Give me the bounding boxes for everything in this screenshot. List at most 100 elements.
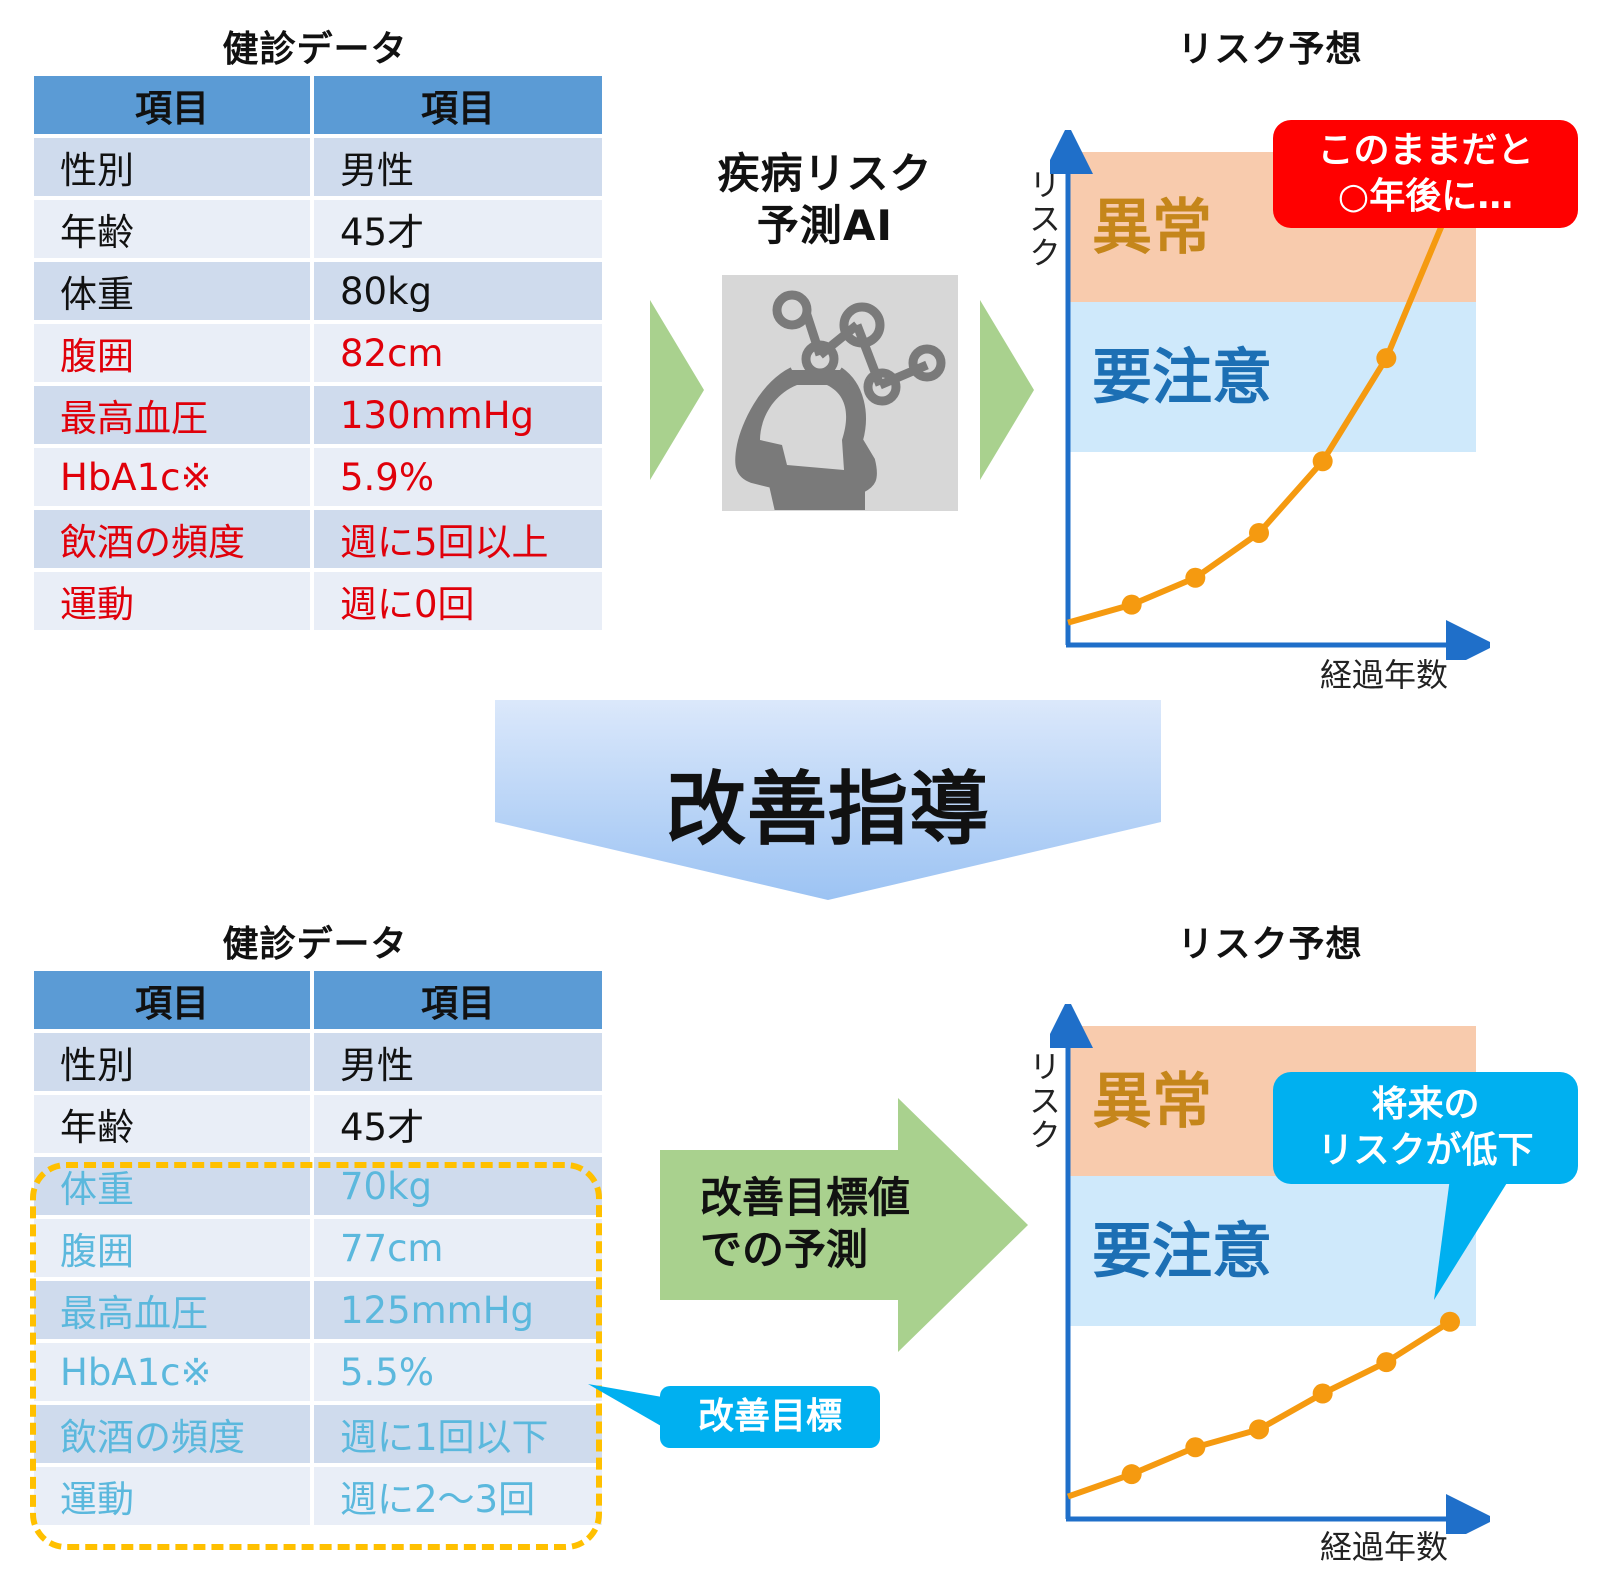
zone-caution-label: 要注意 [1092, 343, 1272, 413]
target-tag-pointer [588, 1384, 668, 1430]
item-cell: 体重 [34, 262, 310, 320]
risk-point [1312, 451, 1333, 472]
table-row: HbA1c※5.5% [34, 1343, 602, 1401]
value-cell: 45才 [314, 1095, 602, 1153]
ai-label: 疾病リスク 予測AI [705, 148, 945, 252]
prediction-label-line2: での予測 [700, 1225, 869, 1274]
top-x-axis-label: 経過年数 [1320, 656, 1449, 694]
table-row: HbA1c※5.9% [34, 448, 602, 506]
zone-caution-label: 要注意 [1092, 1217, 1272, 1287]
header-cell: 項目 [314, 76, 602, 134]
risk-point [1249, 522, 1269, 543]
value-cell: 130mmHg [314, 386, 602, 444]
improvement-arrow [495, 700, 1161, 900]
item-cell: 年齢 [34, 1095, 310, 1153]
chevron-right-icon [980, 300, 1034, 480]
item-cell: HbA1c※ [34, 448, 310, 506]
prediction-arrow [660, 1098, 1028, 1352]
value-cell: 男性 [314, 1033, 602, 1091]
zone-caution [1068, 302, 1476, 452]
value-cell: 5.5% [314, 1343, 602, 1401]
value-cell: 125mmHg [314, 1281, 602, 1339]
item-cell: 飲酒の頻度 [34, 510, 310, 568]
value-cell: 週に2～3回 [314, 1467, 602, 1525]
risk-series [1067, 1311, 1460, 1500]
table-row: 飲酒の頻度週に5回以上 [34, 510, 602, 568]
target-tag: 改善目標 [660, 1386, 880, 1448]
item-cell: 腹囲 [34, 324, 310, 382]
prediction-arrow-label: 改善目標値 での予測 [700, 1172, 980, 1276]
item-cell: 腹囲 [34, 1219, 310, 1277]
table-row: 性別男性 [34, 1033, 602, 1091]
ai-brain-icon [735, 290, 946, 510]
table-row: 性別男性 [34, 138, 602, 196]
risk-point [1376, 348, 1397, 369]
item-cell: 運動 [34, 572, 310, 630]
bubble-tail [1434, 1178, 1510, 1300]
bottom-x-axis-label: 経過年数 [1320, 1528, 1449, 1566]
zone-caution [1068, 1176, 1476, 1326]
header-cell: 項目 [314, 971, 602, 1029]
bubble-line2: ○年後に… [1337, 176, 1514, 217]
risk-point [1121, 1464, 1142, 1485]
item-cell: 最高血圧 [34, 1281, 310, 1339]
top-risk-chart: 異常 要注意 [1050, 130, 1490, 660]
item-cell: 最高血圧 [34, 386, 310, 444]
ai-label-line2: 予測AI [756, 201, 894, 250]
top-chart-title: リスク予想 [1177, 29, 1363, 70]
chevron-right-icon [650, 300, 704, 480]
value-cell: 5.9% [314, 448, 602, 506]
item-cell: HbA1c※ [34, 1343, 310, 1401]
item-cell: 性別 [34, 1033, 310, 1091]
value-cell: 45才 [314, 200, 602, 258]
prediction-label-line1: 改善目標値 [700, 1173, 911, 1222]
table-header-row: 項目 項目 [34, 971, 602, 1029]
zone-abnormal-label: 異常 [1092, 193, 1212, 263]
risk-point [1185, 1437, 1206, 1458]
bottom-y-axis-label: リスク [1024, 1050, 1062, 1152]
improvement-label: 改善指導 [666, 763, 990, 856]
top-table-title: 健診データ [222, 29, 408, 70]
risk-point [1440, 1311, 1460, 1332]
zone-abnormal-label: 異常 [1092, 1067, 1212, 1137]
header-cell: 項目 [34, 76, 310, 134]
top-y-axis-label: リスク [1024, 168, 1062, 270]
ai-label-line1: 疾病リスク [717, 149, 933, 198]
bottom-chart-title: リスク予想 [1177, 924, 1363, 965]
table-row: 運動週に0回 [34, 572, 602, 630]
value-cell: 週に5回以上 [314, 510, 602, 568]
improvement-target-highlight [30, 1162, 602, 1550]
value-cell: 82cm [314, 324, 602, 382]
item-cell: 年齢 [34, 200, 310, 258]
header-cell: 項目 [34, 971, 310, 1029]
improvement-bubble: 将来の リスクが低下 [1273, 1072, 1578, 1184]
item-cell: 性別 [34, 138, 310, 196]
value-cell: 週に0回 [314, 572, 602, 630]
value-cell: 77cm [314, 1219, 602, 1277]
value-cell: 男性 [314, 138, 602, 196]
risk-point [1376, 1352, 1397, 1373]
ai-icon-box [722, 275, 958, 511]
bubble-line2: リスクが低下 [1317, 1130, 1534, 1171]
table-row: 飲酒の頻度週に1回以下 [34, 1405, 602, 1463]
value-cell: 80kg [314, 262, 602, 320]
bubble-line1: このままだと [1317, 130, 1534, 171]
table-row: 運動週に2～3回 [34, 1467, 602, 1525]
risk-point [1312, 1383, 1333, 1404]
table-header-row: 項目 項目 [34, 76, 602, 134]
risk-point [1249, 1419, 1269, 1440]
warning-bubble: このままだと ○年後に… [1273, 120, 1578, 228]
item-cell: 運動 [34, 1467, 310, 1525]
bottom-table-title: 健診データ [222, 924, 408, 965]
item-cell: 飲酒の頻度 [34, 1405, 310, 1463]
risk-point [1121, 594, 1142, 615]
risk-point [1185, 567, 1206, 588]
bubble-line1: 将来の [1371, 1084, 1480, 1125]
